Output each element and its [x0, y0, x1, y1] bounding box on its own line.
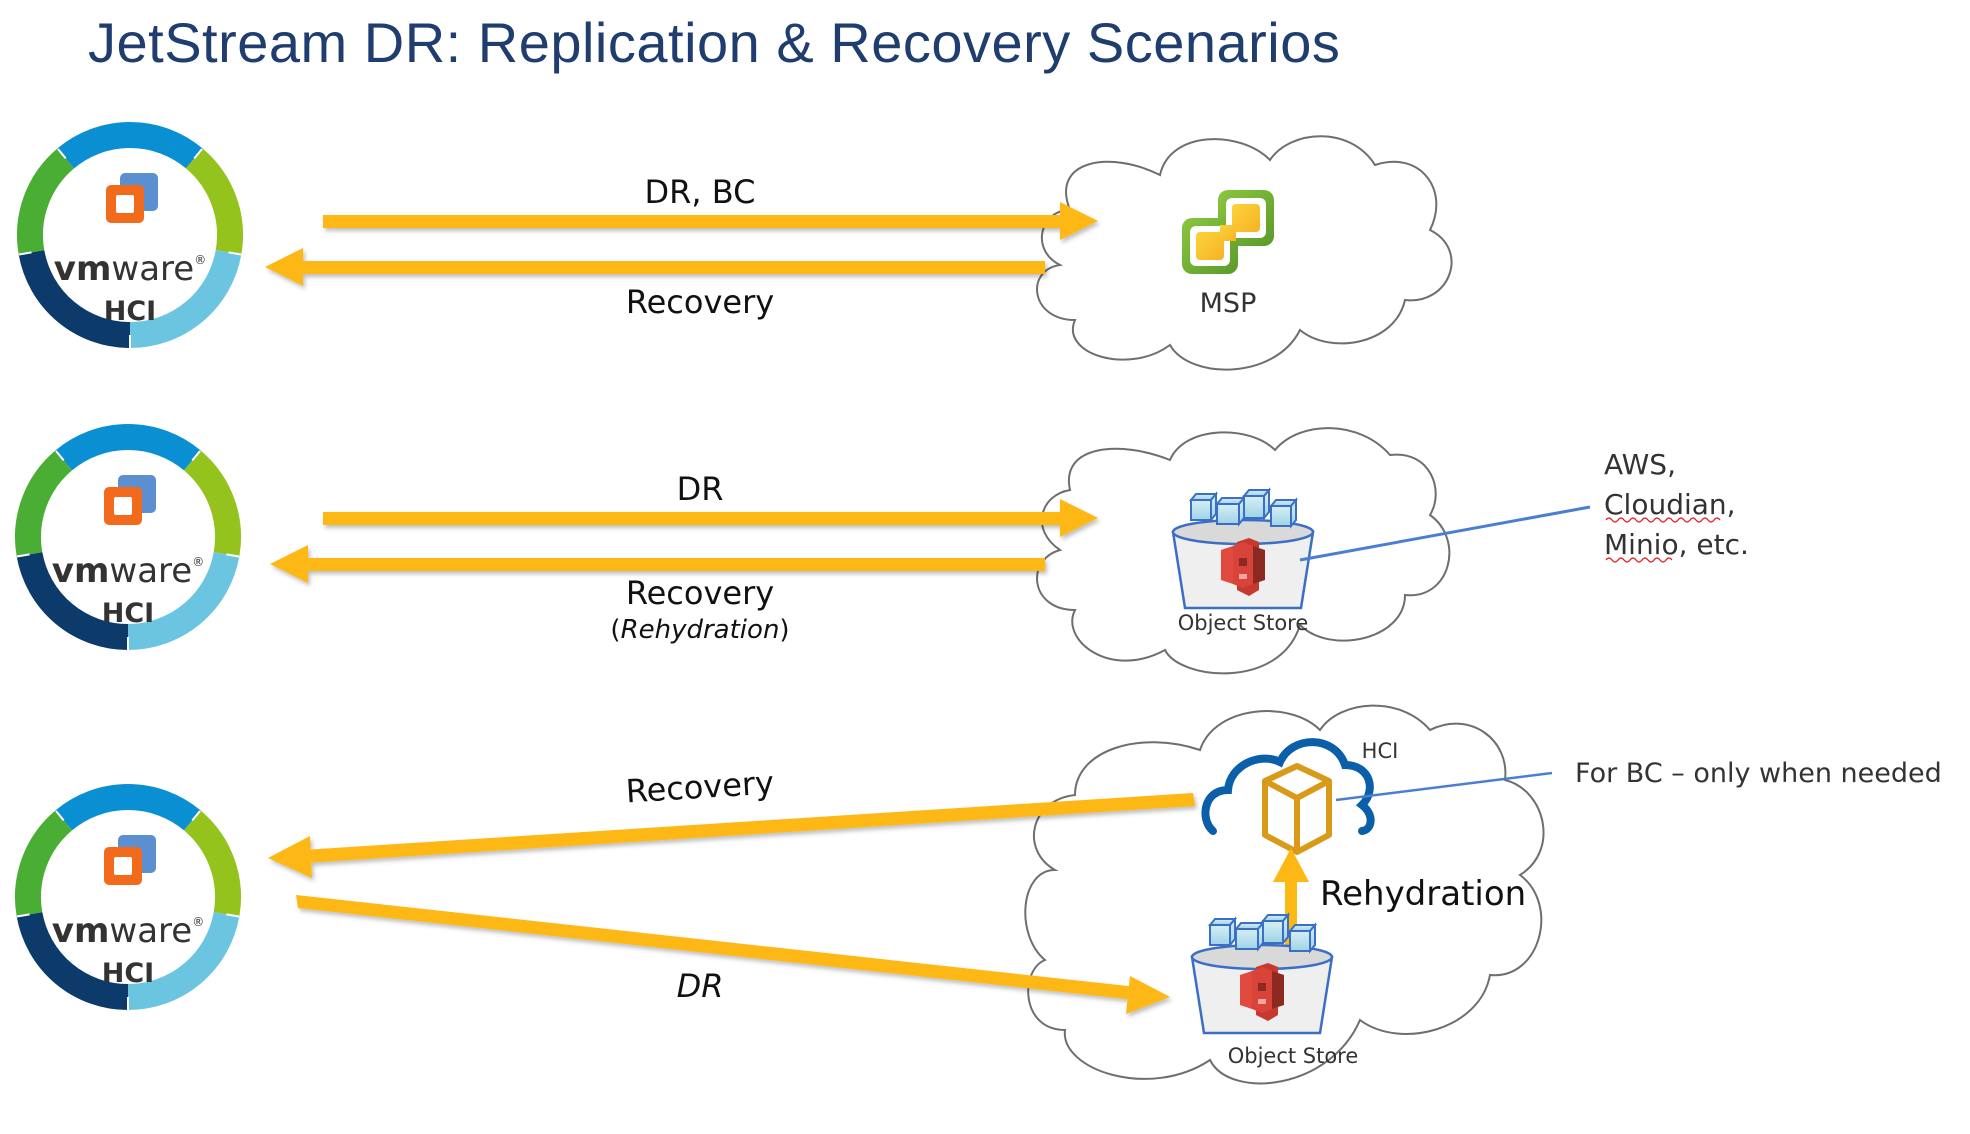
spellcheck-underline — [1605, 517, 1721, 523]
hci-label: HCI — [102, 958, 154, 989]
recovery-label-row1: Recovery — [626, 283, 774, 321]
vmware-wordmark: vmware® — [52, 911, 204, 951]
object-store-connector — [1299, 505, 1591, 562]
dr-arrow-row3 — [296, 895, 1170, 1014]
object-store-note: AWS, Cloudian, Minio, etc. — [1604, 448, 1749, 561]
hci-label: HCI — [104, 296, 156, 327]
object-store-label-row3: Object Store — [1228, 1044, 1359, 1068]
recovery-label-row3: Recovery — [625, 764, 775, 811]
vmware-wordmark: vmware® — [52, 551, 204, 591]
msp-label: MSP — [1200, 288, 1257, 319]
recovery-arrow-row1 — [265, 248, 1045, 286]
vsphere-logo-icon — [1182, 190, 1274, 274]
recovery-arrow-row2 — [270, 545, 1045, 583]
object-store-label-row2: Object Store — [1178, 611, 1309, 635]
page-title: JetStream DR: Replication & Recovery Sce… — [88, 11, 1341, 74]
s3-bucket-icon — [1190, 913, 1334, 1035]
rehydration-label: Rehydration — [1320, 874, 1526, 914]
msp-cloud — [1036, 135, 1453, 371]
spellcheck-underline — [1605, 557, 1673, 563]
dr-arrow-row2 — [323, 499, 1098, 537]
dr-label-row2: DR — [677, 470, 724, 508]
recovery-arrow-row3 — [268, 793, 1195, 878]
cloud-hci-label: HCI — [1362, 739, 1399, 763]
cloud-cube-icon — [1201, 738, 1375, 855]
recovery-label-row2: Recovery — [626, 574, 774, 612]
dr-label-row3: DR — [677, 967, 724, 1005]
bc-note: For BC – only when needed — [1575, 758, 1942, 789]
hci-label: HCI — [102, 598, 154, 629]
dr-bc-arrow — [323, 202, 1098, 240]
cloud-hci-connector — [1335, 771, 1553, 802]
vmware-wordmark: vmware® — [54, 249, 206, 289]
s3-bucket-icon — [1171, 488, 1315, 610]
rehydration-sublabel-row2: (Rehydration) — [610, 615, 789, 645]
dr-bc-label: DR, BC — [645, 173, 756, 211]
